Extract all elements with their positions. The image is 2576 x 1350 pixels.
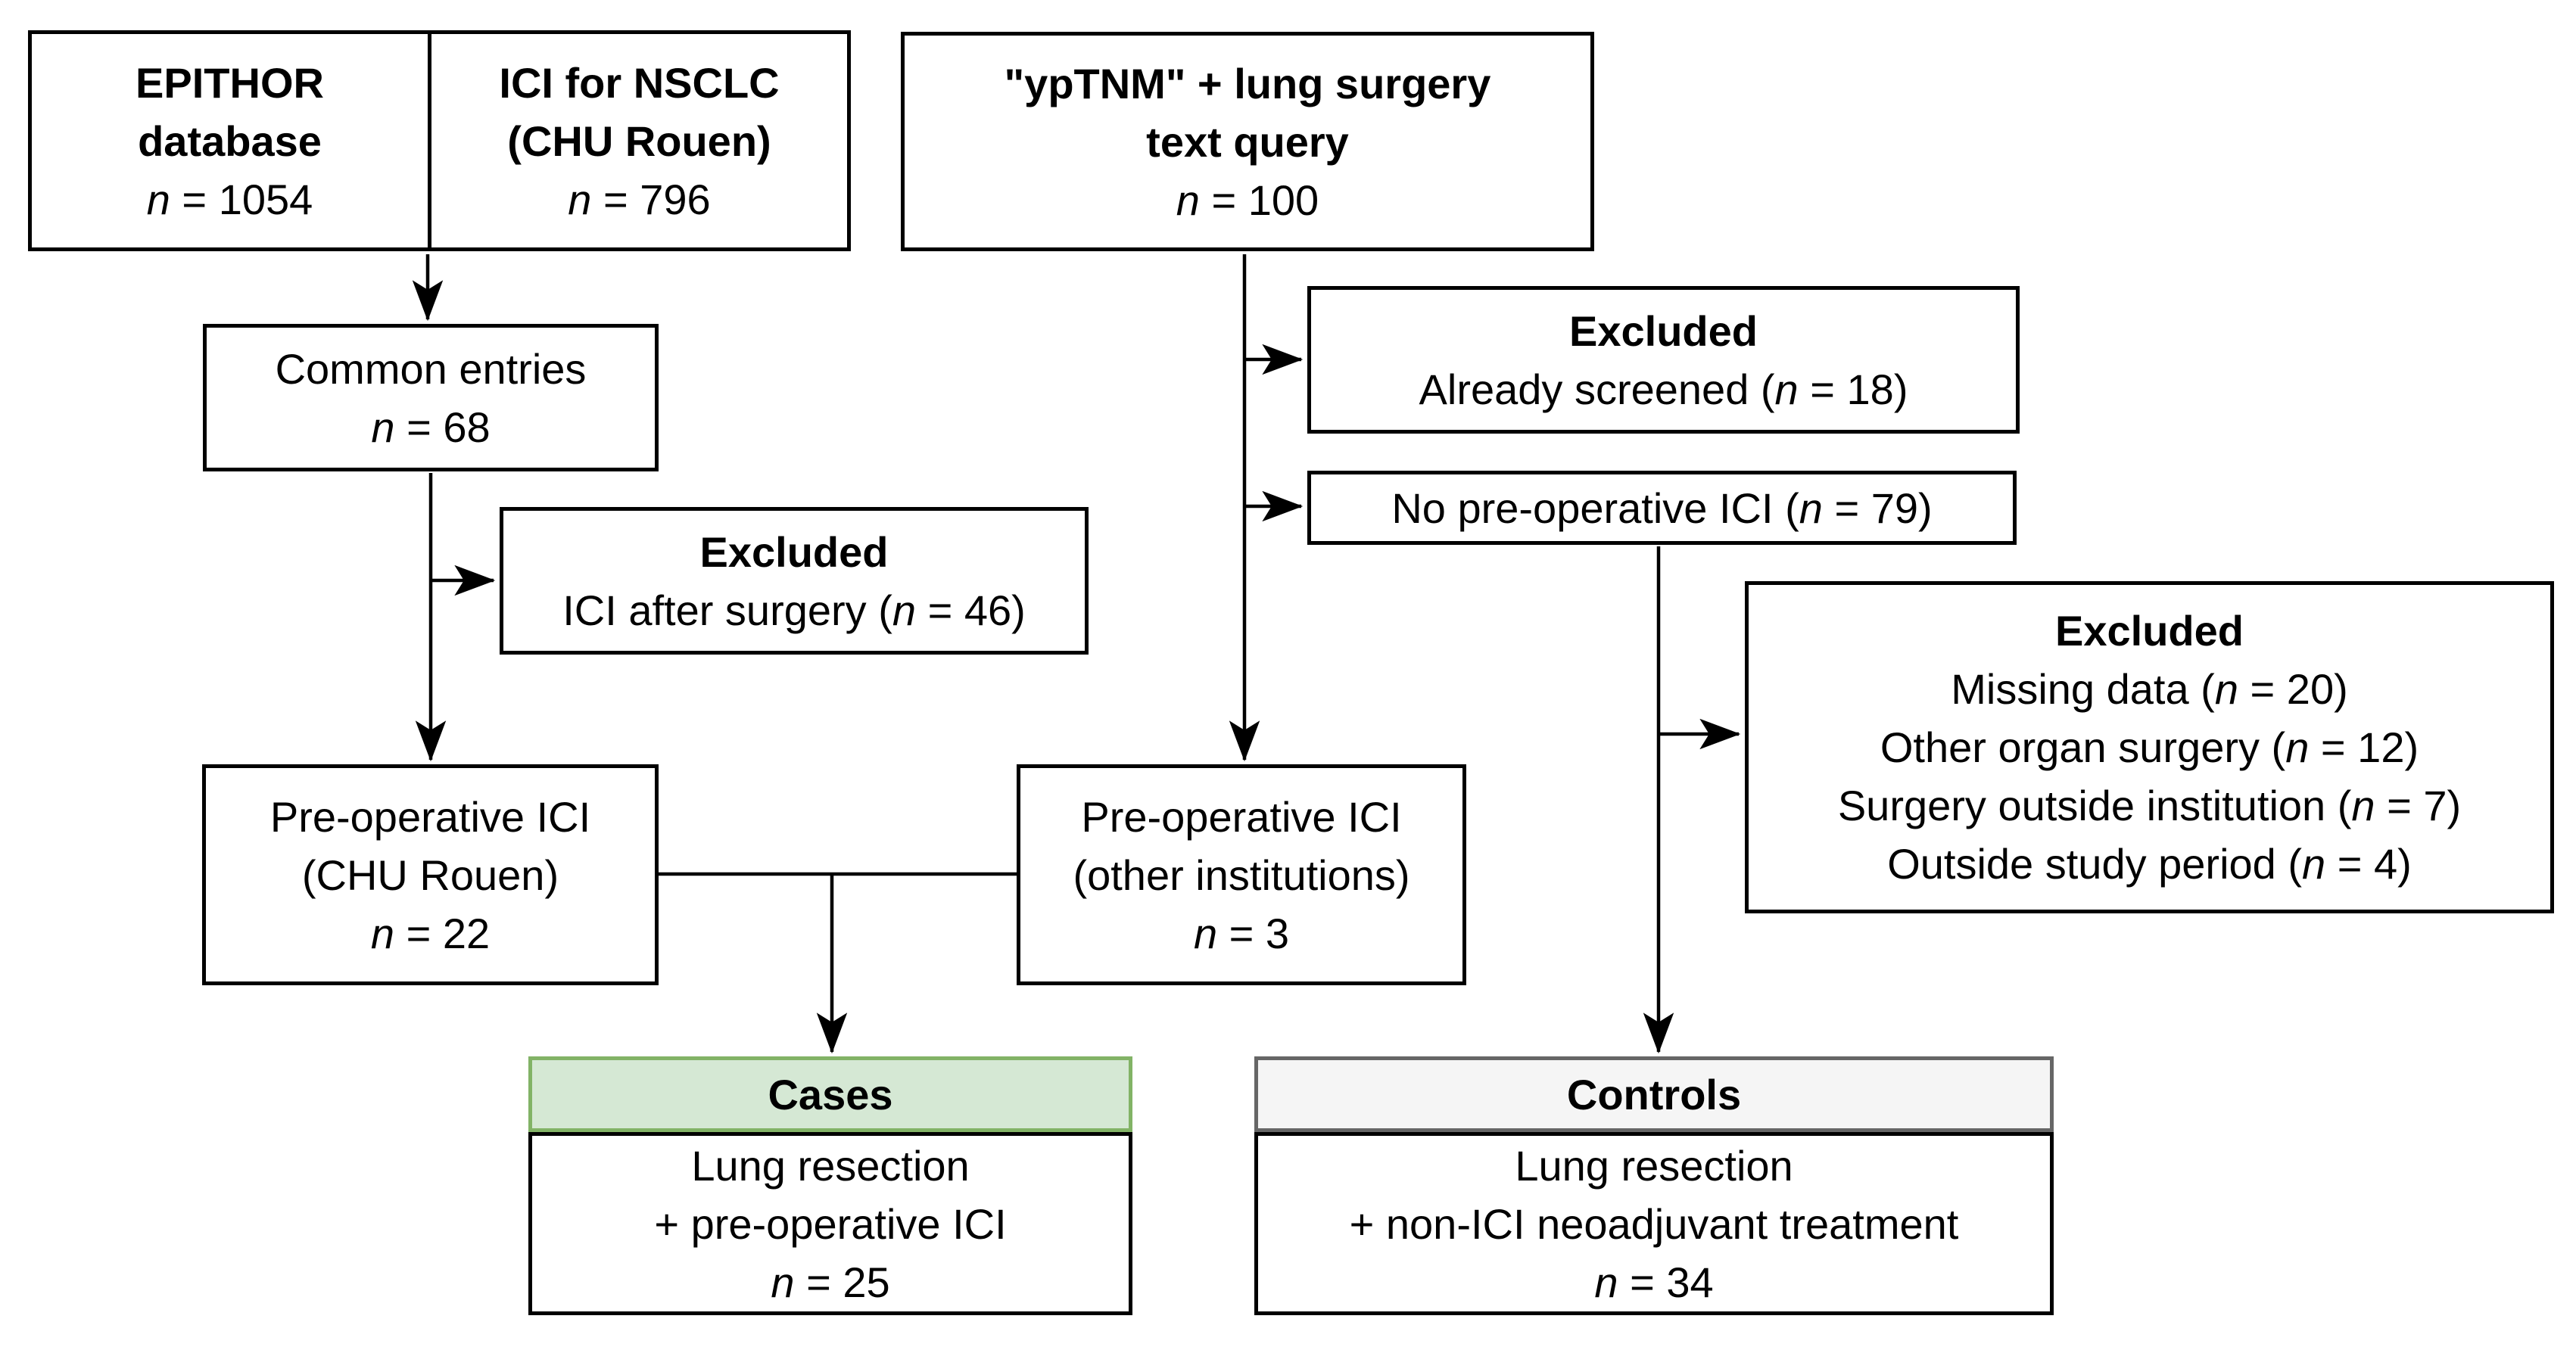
node-title-line: ICI for NSCLC [499,58,780,107]
node-detail-line: Outside study period (n = 4) [1887,840,2412,888]
node-text-query: "ypTNM" + lung surgery text query n = 10… [901,32,1594,251]
cases-header: Cases [528,1056,1132,1132]
node-common-entries: Common entries n = 68 [203,324,659,471]
node-excluded-already-screened: Excluded Already screened (n = 18) [1307,286,2020,434]
node-title-line: Pre-operative ICI [1081,792,1402,841]
node-controls: Controls Lung resection + non-ICI neoadj… [1254,1056,2054,1315]
node-count: n = 3 [1193,909,1290,957]
node-title-line: Excluded [1569,306,1758,355]
node-detail-line: ICI after surgery (n = 46) [562,586,1026,634]
node-excluded-other-reasons: Excluded Missing data (n = 20) Other org… [1745,581,2554,913]
node-title-line: (CHU Rouen) [507,117,771,165]
node-title-line: database [138,117,322,165]
node-detail-line: Other organ surgery (n = 12) [1880,723,2419,771]
node-epithor-database: EPITHOR database n = 1054 [32,34,431,247]
node-title-line: Common entries [275,344,587,393]
node-detail-line: Already screened (n = 18) [1419,365,1908,413]
node-count: n = 796 [568,175,711,223]
node-title-line: (CHU Rouen) [301,851,559,899]
node-title-line: Pre-operative ICI [269,792,591,841]
node-count: n = 68 [371,403,491,451]
node-cases: Cases Lung resection + pre-operative ICI… [528,1056,1132,1315]
node-count: n = 22 [370,909,491,957]
node-count: n = 1054 [146,175,313,223]
node-title-line: text query [1146,117,1349,166]
node-no-preop-ici: No pre-operative ICI (n = 79) [1307,471,2017,545]
node-detail-line: Missing data (n = 20) [1951,665,2348,713]
cases-body: Lung resection + pre-operative ICI n = 2… [528,1132,1132,1315]
node-count: n = 34 [1594,1258,1714,1306]
node-excluded-ici-after-surgery: Excluded ICI after surgery (n = 46) [500,507,1089,655]
node-ici-for-nsclc: ICI for NSCLC (CHU Rouen) n = 796 [431,34,847,247]
node-count: n = 25 [771,1258,890,1306]
node-source-databases: EPITHOR database n = 1054 ICI for NSCLC … [28,30,851,251]
node-title-line: "ypTNM" + lung surgery [1004,59,1491,107]
node-detail-line: + non-ICI neoadjuvant treatment [1349,1199,1959,1248]
controls-body: Lung resection + non-ICI neoadjuvant tre… [1254,1132,2054,1315]
node-detail-line: Lung resection [691,1141,970,1190]
node-detail-line: Surgery outside institution (n = 7) [1837,782,2462,829]
node-title-line: (other institutions) [1073,851,1410,899]
node-detail-line: Lung resection [1515,1141,1793,1190]
node-title-line: Excluded [2055,607,2244,655]
node-detail-line: No pre-operative ICI (n = 79) [1391,484,1933,532]
node-detail-line: + pre-operative ICI [654,1199,1007,1248]
node-preop-ici-other-institutions: Pre-operative ICI (other institutions) n… [1017,764,1466,985]
node-count: n = 100 [1176,176,1319,224]
node-title-line: Excluded [699,527,889,576]
controls-header: Controls [1254,1056,2054,1132]
node-preop-ici-chu-rouen: Pre-operative ICI (CHU Rouen) n = 22 [202,764,659,985]
node-title-line: EPITHOR [135,58,324,107]
